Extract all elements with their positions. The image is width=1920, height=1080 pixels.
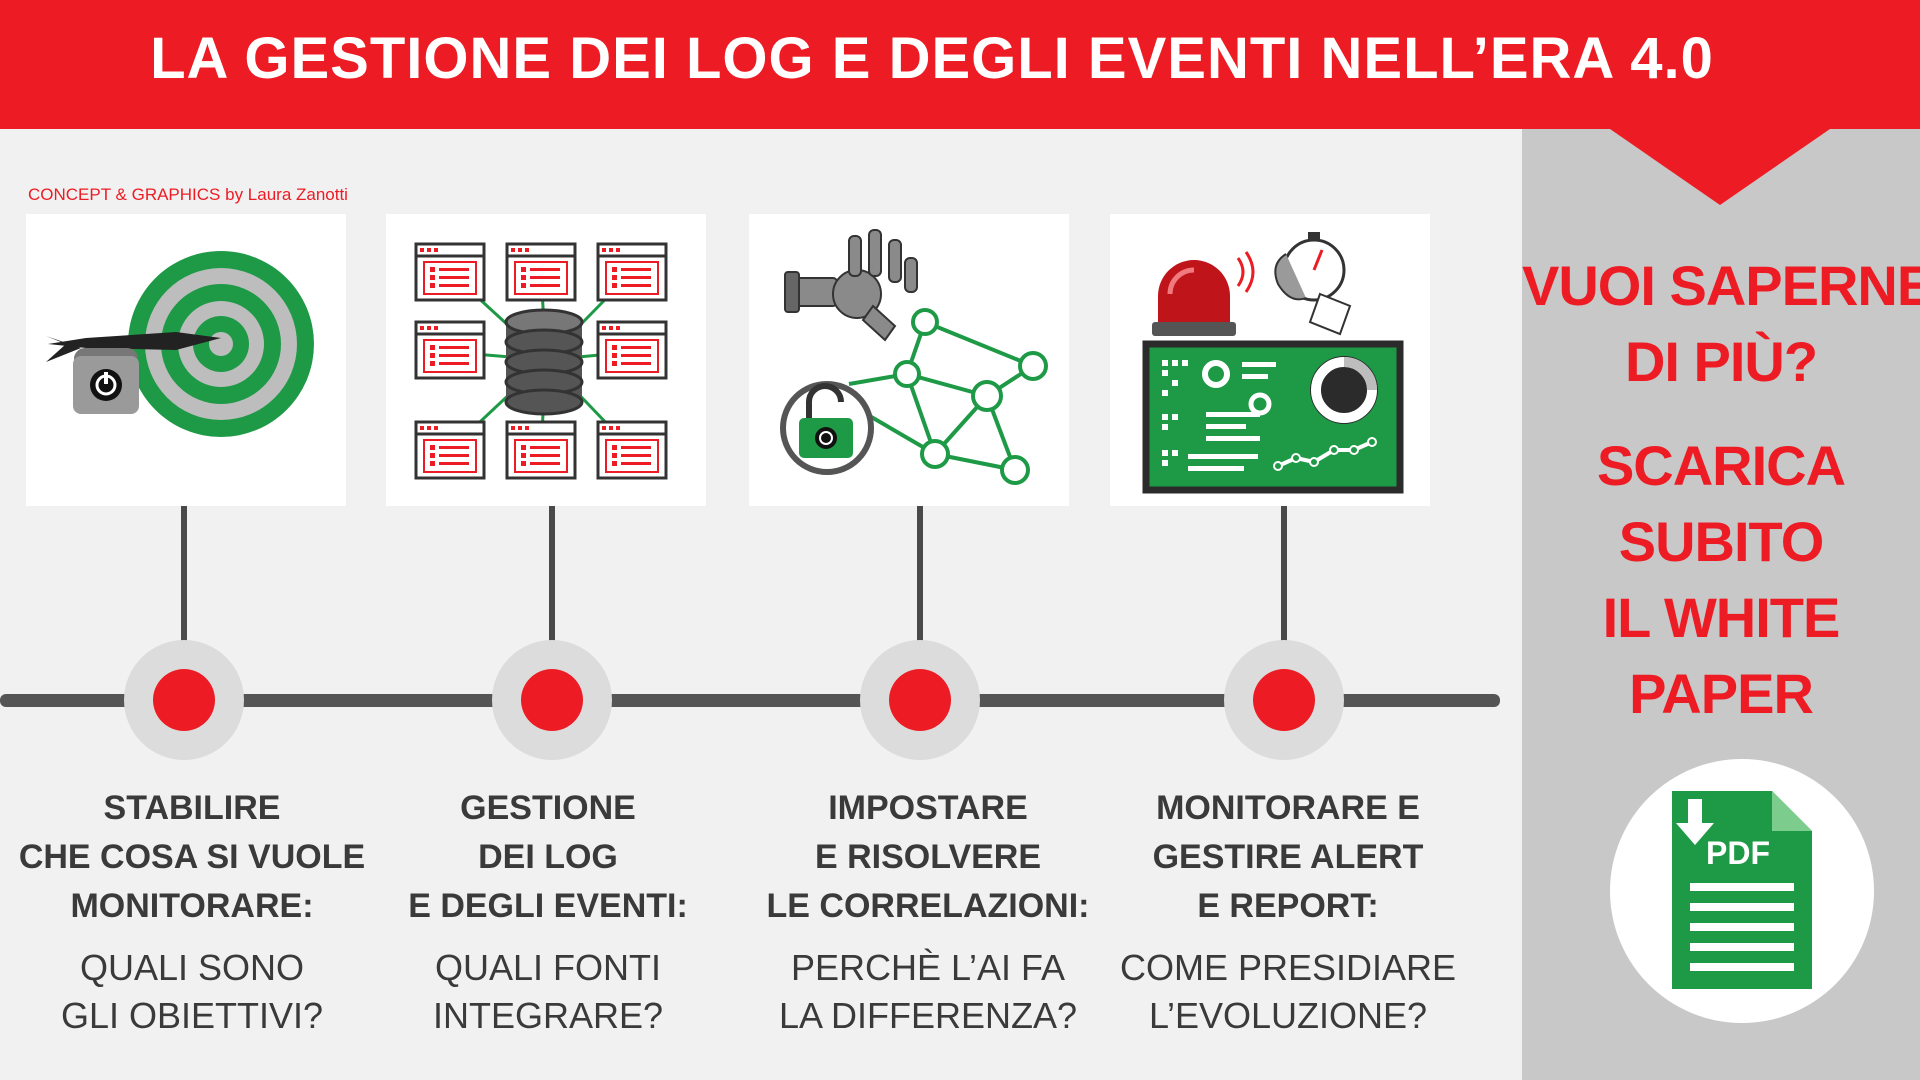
- step-question-line: GLI OBIETTIVI?: [60, 995, 324, 1036]
- timeline-dot: [1253, 669, 1315, 731]
- step-question-line: COME PRESIDIARE: [1119, 947, 1457, 988]
- step-title: MONITORARE E GESTIRE ALERT E REPORT:: [1108, 784, 1468, 931]
- cta-line: SUBITO: [1618, 510, 1825, 573]
- cta-download-text[interactable]: SCARICA SUBITO IL WHITE PAPER: [1522, 428, 1920, 732]
- step-question-line: LA DIFFERENZA?: [778, 995, 1078, 1036]
- arrow-down-icon: [1610, 129, 1830, 205]
- step-title-line: GESTIRE ALERT: [1152, 838, 1424, 876]
- step-title: GESTIONE DEI LOG E DEGLI EVENTI:: [368, 784, 728, 931]
- card-target: [26, 214, 346, 506]
- database-logs-icon: [414, 242, 668, 480]
- pdf-download-button[interactable]: PDF: [1610, 759, 1874, 1023]
- step-title-line: E REPORT:: [1197, 887, 1379, 925]
- connector-line: [181, 506, 187, 690]
- step-question-line: L’EVOLUZIONE?: [1148, 995, 1428, 1036]
- robot-network-icon: [780, 229, 1048, 485]
- card-ai: [749, 214, 1069, 506]
- cta-line: VUOI SAPERNE: [1522, 254, 1920, 317]
- step-title-line: E DEGLI EVENTI:: [408, 887, 688, 925]
- connector-line: [917, 506, 923, 690]
- timeline-bar: [0, 694, 1500, 707]
- timeline-dot: [889, 669, 951, 731]
- card-alerts: [1110, 214, 1430, 506]
- step-title-line: LE CORRELAZIONI:: [766, 887, 1090, 925]
- alarm-dashboard-icon: [1142, 232, 1404, 494]
- step-title: STABILIRE CHE COSA SI VUOLE MONITORARE:: [12, 784, 372, 931]
- timeline-dot: [521, 669, 583, 731]
- cta-line: DI PIÙ?: [1624, 330, 1818, 393]
- cta-question: VUOI SAPERNE DI PIÙ?: [1522, 248, 1920, 400]
- cta-line: SCARICA: [1596, 434, 1846, 497]
- credit-text: CONCEPT & GRAPHICS by Laura Zanotti: [28, 185, 348, 204]
- timeline-dot: [153, 669, 215, 731]
- header-bar: LA GESTIONE DEI LOG E DEGLI EVENTI NELL’…: [0, 0, 1920, 129]
- connector-line: [549, 506, 555, 690]
- target-lock-icon: [46, 251, 314, 437]
- step-question: QUALI SONO GLI OBIETTIVI?: [12, 944, 372, 1040]
- step-question-line: QUALI FONTI: [434, 947, 662, 988]
- step-question-line: INTEGRARE?: [432, 995, 664, 1036]
- step-question: COME PRESIDIARE L’EVOLUZIONE?: [1108, 944, 1468, 1040]
- step-question: PERCHÈ L’AI FA LA DIFFERENZA?: [748, 944, 1108, 1040]
- pdf-label: PDF: [1706, 835, 1770, 871]
- card-logs: [386, 214, 706, 506]
- pdf-document-icon: PDF: [1672, 791, 1812, 989]
- step-question-line: QUALI SONO: [79, 947, 305, 988]
- connector-line: [1281, 506, 1287, 690]
- step-title-line: IMPOSTARE: [828, 789, 1028, 827]
- step-title-line: MONITORARE E: [1156, 789, 1420, 827]
- step-title-line: E RISOLVERE: [814, 838, 1042, 876]
- step-title-line: STABILIRE: [103, 789, 281, 827]
- step-question: QUALI FONTI INTEGRARE?: [368, 944, 728, 1040]
- step-title-line: GESTIONE: [460, 789, 636, 827]
- step-title-line: MONITORARE:: [70, 887, 314, 925]
- step-title: IMPOSTARE E RISOLVERE LE CORRELAZIONI:: [748, 784, 1108, 931]
- cta-line: PAPER: [1629, 662, 1814, 725]
- cta-line: IL WHITE: [1602, 586, 1841, 649]
- step-title-line: DEI LOG: [478, 838, 618, 876]
- step-question-line: PERCHÈ L’AI FA: [790, 947, 1066, 988]
- step-title-line: CHE COSA SI VUOLE: [18, 838, 366, 876]
- page-title: LA GESTIONE DEI LOG E DEGLI EVENTI NELL’…: [150, 26, 1714, 91]
